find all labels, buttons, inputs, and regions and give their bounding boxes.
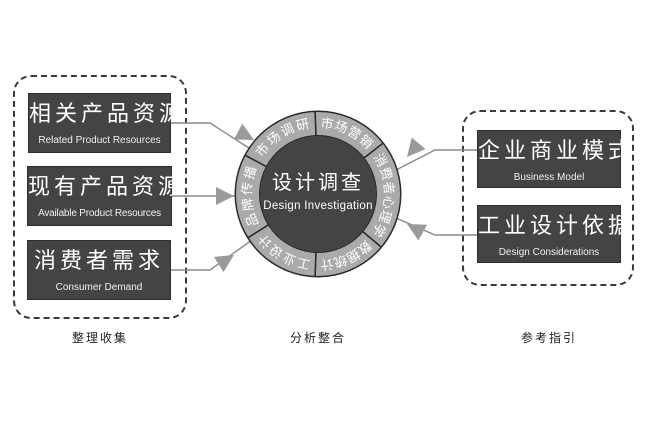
ring-segment-char: 调 xyxy=(279,121,297,140)
ring-divider xyxy=(361,230,382,248)
ring-segment-char: 品 xyxy=(244,211,263,229)
arrow-head-icon xyxy=(407,224,428,241)
ring-segment-char: 心 xyxy=(379,195,395,210)
right-box-business-model: 企业商业模式 Business Model xyxy=(477,130,635,188)
ring-segment-5: 工业设计 xyxy=(256,231,312,271)
ring-divider xyxy=(248,224,270,239)
left-box-available-product-resources: 现有产品资源 Available Product Resources xyxy=(27,166,185,226)
ring-segment-char: 统 xyxy=(331,251,348,269)
caption-center: 分析整合 xyxy=(289,331,347,345)
connector-line xyxy=(171,239,253,271)
ring-divider xyxy=(245,154,268,168)
ring-segment-char: 工 xyxy=(296,254,312,271)
right-box-subtitle: Business Model xyxy=(513,172,585,183)
left-box-consumer-demand: 消费者需求 Consumer Demand xyxy=(27,240,171,300)
ring-segment-char: 市 xyxy=(320,115,335,133)
ring-segment-char: 费 xyxy=(376,165,394,182)
ring-segment-char: 计 xyxy=(319,255,334,271)
right-box-title: 企业商业模式 xyxy=(478,139,635,164)
design-investigation-ring: 市场调研市场营销消费者心理学数据统计工业设计品牌传播 xyxy=(234,110,402,278)
left-box-title: 现有产品资源 xyxy=(28,175,185,200)
ring-divider xyxy=(314,112,317,137)
ring-segment-char: 业 xyxy=(281,248,299,267)
ring-core xyxy=(260,136,376,252)
ring-segment-char: 牌 xyxy=(239,197,257,212)
ring-segment-char: 研 xyxy=(295,117,311,134)
connectors xyxy=(171,122,477,273)
left-box-subtitle: Available Product Resources xyxy=(38,208,161,219)
ring-segment-char: 场 xyxy=(332,119,349,137)
ring-divider xyxy=(314,251,317,276)
arrow-head-icon xyxy=(407,137,426,157)
caption-right: 参考指引 xyxy=(520,331,578,345)
ring-segment-char: 传 xyxy=(240,181,256,195)
left-box-title: 消费者需求 xyxy=(33,249,164,274)
center-title-en: Design Investigation xyxy=(263,200,373,212)
center-title-zh: 设计调查 xyxy=(272,170,364,194)
right-box-design-considerations: 工业设计依据 Design Considerations xyxy=(477,205,635,263)
left-box-title: 相关产品资源 xyxy=(29,102,186,127)
left-group-frame xyxy=(13,75,187,319)
right-group-frame xyxy=(462,110,634,286)
ring-segment-char: 消 xyxy=(370,151,389,170)
right-box-title: 工业设计依据 xyxy=(478,214,635,239)
arrow-head-icon xyxy=(213,255,234,273)
ring-segment-char: 播 xyxy=(242,164,260,181)
arrow-head-icon xyxy=(233,123,254,140)
right-box-subtitle: Design Considerations xyxy=(498,247,600,258)
left-box-related-product-resources: 相关产品资源 Related Product Resources xyxy=(28,93,186,153)
ring-segment-char: 者 xyxy=(380,181,396,195)
center-title: 设计调查 Design Investigation xyxy=(263,172,373,212)
connector-line xyxy=(171,122,253,151)
arrow-head-icon xyxy=(216,187,234,205)
ring-divider xyxy=(363,142,384,159)
caption-left: 整理收集 xyxy=(71,331,129,345)
connector-line xyxy=(395,217,477,236)
ring-segment-char: 理 xyxy=(375,208,393,225)
left-box-subtitle: Consumer Demand xyxy=(55,282,143,293)
connector-line xyxy=(395,149,477,171)
left-box-subtitle: Related Product Resources xyxy=(38,135,161,146)
ring-segment-char: 据 xyxy=(343,245,362,264)
